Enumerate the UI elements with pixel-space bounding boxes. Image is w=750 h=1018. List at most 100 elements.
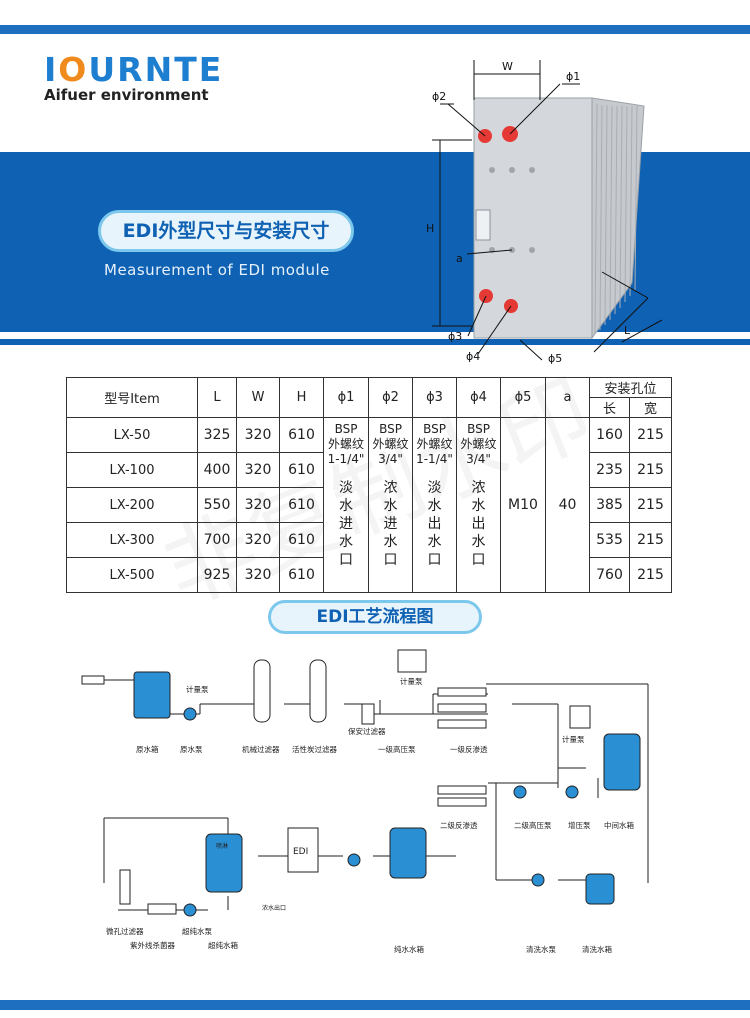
cell-H: 610 (279, 452, 324, 488)
meter-pump-2-icon (569, 705, 591, 729)
logo-letter: O (58, 50, 89, 89)
security-filter-icon (361, 703, 375, 725)
logo-letter: E (198, 50, 224, 89)
cell-width: 215 (629, 557, 672, 593)
section-subtitle-dimensions: Measurement of EDI module (104, 261, 330, 279)
th-phi1: ϕ1 (323, 377, 369, 418)
cell-model: LX-50 (66, 417, 198, 453)
cell-length: 535 (589, 522, 630, 558)
cell-width: 215 (629, 417, 672, 453)
label-ro1: 一级反渗透 (450, 744, 488, 754)
mechanical-filter-icon (253, 659, 271, 723)
dim-phi2: ϕ2 (432, 90, 446, 103)
cell-length: 160 (589, 417, 630, 453)
flow-pipes (102, 679, 649, 911)
raw-water-pump-icon (183, 707, 197, 721)
cell-model: LX-300 (66, 522, 198, 558)
ultrapure-pump-icon (183, 903, 197, 917)
cell-length: 235 (589, 452, 630, 488)
label-up-tank: 超纯水箱 (208, 940, 238, 950)
cell-W: 320 (236, 557, 280, 593)
th-W: W (236, 377, 280, 418)
raw-water-tank-icon (133, 671, 171, 719)
ro2-membrane-a (437, 785, 487, 795)
dim-W: W (502, 60, 513, 73)
label-wash-tank: 清洗水箱 (582, 944, 612, 954)
label-mech-filter: 机械过滤器 (242, 744, 280, 754)
edi-module-image: W ϕ1 ϕ2 H a ϕ3 ϕ4 ϕ5 L (426, 60, 663, 365)
cell-phi2: BSP 外螺纹 3/4" 浓 水 进 水 口 (368, 417, 413, 593)
label-hp-pump2: 二级高压泵 (514, 820, 552, 830)
ro1-membrane-b (437, 703, 487, 713)
cell-phi3: BSP 外螺纹 1-1/4" 淡 水 出 水 口 (412, 417, 457, 593)
micro-filter-icon (119, 869, 131, 905)
label-micro-filter: 微孔过滤器 (106, 926, 144, 936)
label-meter-pump2: 计量泵 (400, 676, 423, 686)
label-carbon-filter: 活性炭过滤器 (292, 744, 337, 754)
cell-length: 760 (589, 557, 630, 593)
label-pure-tank: 纯水水箱 (394, 944, 424, 954)
th-phi5: ϕ5 (500, 377, 546, 418)
cell-model: LX-500 (66, 557, 198, 593)
spec-table: 型号Item L W H ϕ1 ϕ2 ϕ3 ϕ4 ϕ5 a 安装孔位 长 宽 L… (66, 377, 672, 593)
cell-H: 610 (279, 522, 324, 558)
logo-letter: I (44, 50, 59, 89)
dim-phi3: ϕ3 (448, 330, 462, 343)
label-ro2: 二级反渗透 (440, 820, 478, 830)
phi1-spec: BSP 外螺纹 1-1/4" (327, 422, 365, 466)
logo-letter: R (117, 50, 145, 89)
th-phi4: ϕ4 (456, 377, 501, 418)
dim-phi1: ϕ1 (566, 70, 580, 83)
ro2-membrane-b (437, 797, 487, 807)
label-security-filter: 保安过滤器 (348, 726, 386, 736)
carbon-filter-icon (309, 659, 327, 723)
table-header-row: 型号Item L W H ϕ1 ϕ2 ϕ3 ϕ4 ϕ5 a 安装孔位 (66, 377, 672, 418)
cell-L: 400 (197, 452, 237, 488)
top-bar (0, 25, 750, 34)
wash-tank-icon (585, 873, 615, 905)
label-raw-pump: 原水泵 (180, 744, 203, 754)
logo-text: IOURNTE (44, 52, 223, 88)
phi2-desc: 浓 水 进 水 口 (383, 480, 398, 568)
module-fins (594, 103, 638, 335)
label-wash-pump: 清洗水泵 (526, 944, 556, 954)
cell-W: 320 (236, 452, 280, 488)
cell-phi5: M10 (500, 417, 546, 593)
section-title-dimensions: EDI外型尺寸与安装尺寸 (98, 210, 354, 252)
dim-L: L (624, 324, 631, 337)
logo-letter: T (174, 50, 199, 89)
phi3-spec: BSP 外螺纹 1-1/4" (416, 422, 453, 466)
table-row: LX-300 700 320 610 535 215 (66, 522, 672, 558)
dim-H: H (426, 222, 434, 235)
th-phi2: ϕ2 (368, 377, 413, 418)
dim-phi5: ϕ5 (548, 352, 562, 365)
cell-H: 610 (279, 487, 324, 523)
inlet-pipe (81, 675, 105, 685)
label-up-pump: 超纯水泵 (182, 926, 212, 936)
label-raw-tank: 原水箱 (136, 744, 159, 754)
phi4-spec: BSP 外螺纹 3/4" (460, 422, 497, 466)
label-uv: 紫外线杀菌器 (130, 940, 175, 950)
label-spray: 喷淋 (216, 842, 228, 850)
cell-model: LX-200 (66, 487, 198, 523)
uv-sterilizer-icon (147, 903, 177, 915)
cell-phi1: BSP 外螺纹 1-1/4" 淡 水 进 水 口 (323, 417, 369, 593)
th-phi3: ϕ3 (412, 377, 457, 418)
module-front-plate (473, 97, 593, 339)
label-meter-pump1: 计量泵 (186, 684, 209, 694)
cell-width: 215 (629, 522, 672, 558)
th-H: H (279, 377, 324, 418)
pure-water-tank-icon (389, 827, 427, 879)
cell-width: 215 (629, 487, 672, 523)
table-row: LX-50 325 320 610 BSP 外螺纹 1-1/4" 淡 水 进 水… (66, 417, 672, 593)
cell-L: 550 (197, 487, 237, 523)
cell-W: 320 (236, 522, 280, 558)
ro1-membrane-c (437, 719, 487, 729)
hp-pump-2-icon (513, 785, 527, 799)
bottom-bar (0, 1000, 750, 1010)
cell-width: 215 (629, 452, 672, 488)
dim-a: a (456, 252, 463, 265)
ultrapure-tank-icon (205, 833, 243, 893)
label-meter-pump3: 计量泵 (562, 734, 585, 744)
logo-subtitle: Aifuer environment (44, 86, 209, 104)
